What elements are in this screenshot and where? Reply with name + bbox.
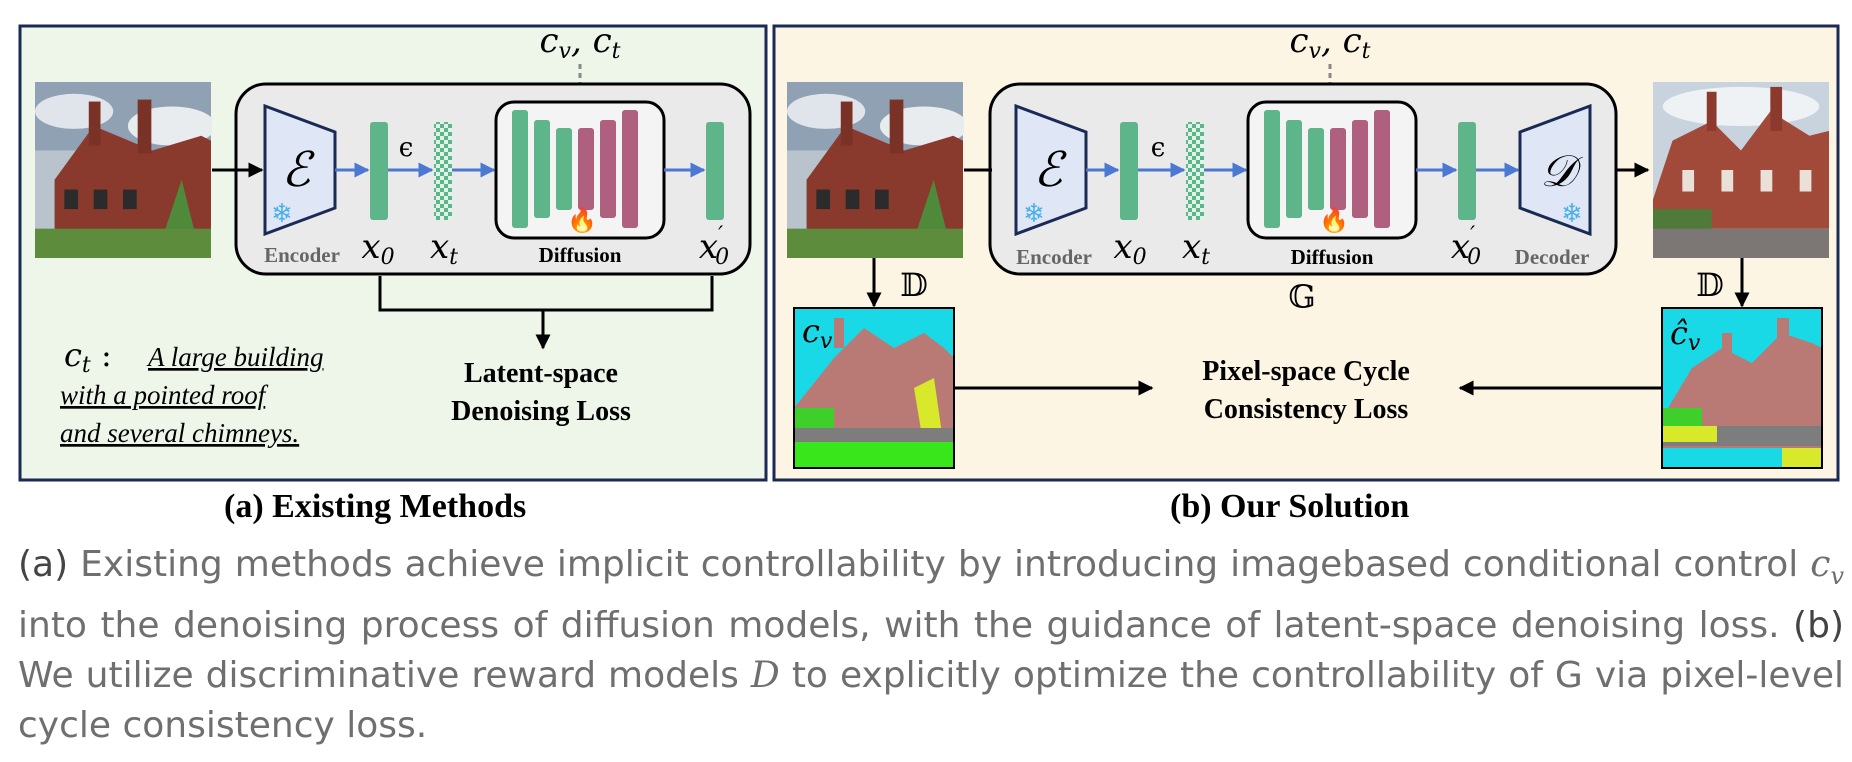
figure-caption: (a) Existing methods achieve implicit co… xyxy=(18,540,1844,751)
panel-a-prompt-line2: with a pointed roof xyxy=(60,380,269,410)
fire-icon: 🔥 xyxy=(567,206,597,234)
snowflake-icon: ❄ xyxy=(271,199,293,229)
panel-a-diffusion-label: Diffusion xyxy=(539,243,622,267)
method-comparison-diagram: cv, ct ℰ ❄ Encoder x0 ϵ xt 🔥 Diffusion xyxy=(18,21,1840,482)
caption-a-tag: (a) xyxy=(18,544,69,585)
panel-a-prompt-line1: A large building xyxy=(146,342,324,372)
panel-b-x0-prime: x′0 xyxy=(1451,223,1481,270)
panel-b-epsilon: ϵ xyxy=(1151,133,1166,163)
panel-a-conditions: cv, ct xyxy=(540,21,621,64)
panel-b-d-label-right: 𝔻 xyxy=(1696,266,1724,304)
panel-b-conditions: cv, ct xyxy=(1290,21,1371,64)
panel-b-decoder-label: Decoder xyxy=(1515,245,1590,269)
snowflake-icon: ❄ xyxy=(1561,199,1583,229)
panel-b-g-label: 𝔾 xyxy=(1288,278,1315,316)
panel-a-input-image xyxy=(35,82,212,258)
svg-text:ℰ: ℰ xyxy=(281,142,315,198)
panel-b-title: (b) Our Solution xyxy=(1170,488,1410,525)
panel-a-encoder-label: Encoder xyxy=(264,243,340,267)
panel-b-encoder xyxy=(1014,103,1088,237)
caption-part4: to explicitly optimize the controllabili… xyxy=(18,655,1844,747)
caption-d-math: D xyxy=(750,655,780,697)
caption-cv-math: cv xyxy=(1810,544,1844,591)
panel-b-loss-line1: Pixel-space Cycle xyxy=(1202,356,1410,387)
panel-b-decoder xyxy=(1518,103,1592,237)
caption-part3: We utilize discriminative reward models xyxy=(18,655,739,697)
panel-b-input-image xyxy=(787,82,964,258)
fire-icon: 🔥 xyxy=(1319,206,1349,234)
panel-a: cv, ct ℰ ❄ Encoder x0 ϵ xt 🔥 Diffusion xyxy=(18,21,768,482)
panel-a-loss-line1: Latent-space xyxy=(464,358,618,389)
caption-part1: Existing methods achieve implicit contro… xyxy=(80,544,1799,585)
caption-part2: into the denoising process of diffusion … xyxy=(18,605,1780,647)
panel-a-title: (a) Existing Methods xyxy=(224,488,527,525)
panel-b-output-image xyxy=(1653,82,1829,258)
panel-a-epsilon: ϵ xyxy=(399,133,414,163)
svg-text:ℰ: ℰ xyxy=(1033,142,1067,198)
caption-b-tag: (b) xyxy=(1793,605,1844,647)
panel-b-diffusion-label: Diffusion xyxy=(1291,245,1374,269)
panel-a-encoder xyxy=(263,103,337,237)
panel-b-d-label-left: 𝔻 xyxy=(900,266,928,304)
panel-b-encoder-label: Encoder xyxy=(1016,245,1092,269)
panel-a-prompt-line3: and several chimneys. xyxy=(60,418,299,448)
panel-b-loss-line2: Consistency Loss xyxy=(1204,394,1409,425)
panel-a-loss-line2: Denoising Loss xyxy=(451,396,631,427)
panel-b-cv-hat-label: ĉv xyxy=(1670,314,1701,356)
snowflake-icon: ❄ xyxy=(1023,199,1045,229)
panel-b: cv, ct ℰ ❄ Encoder x0 ϵ xt 🔥 Diffusion xyxy=(772,21,1840,482)
